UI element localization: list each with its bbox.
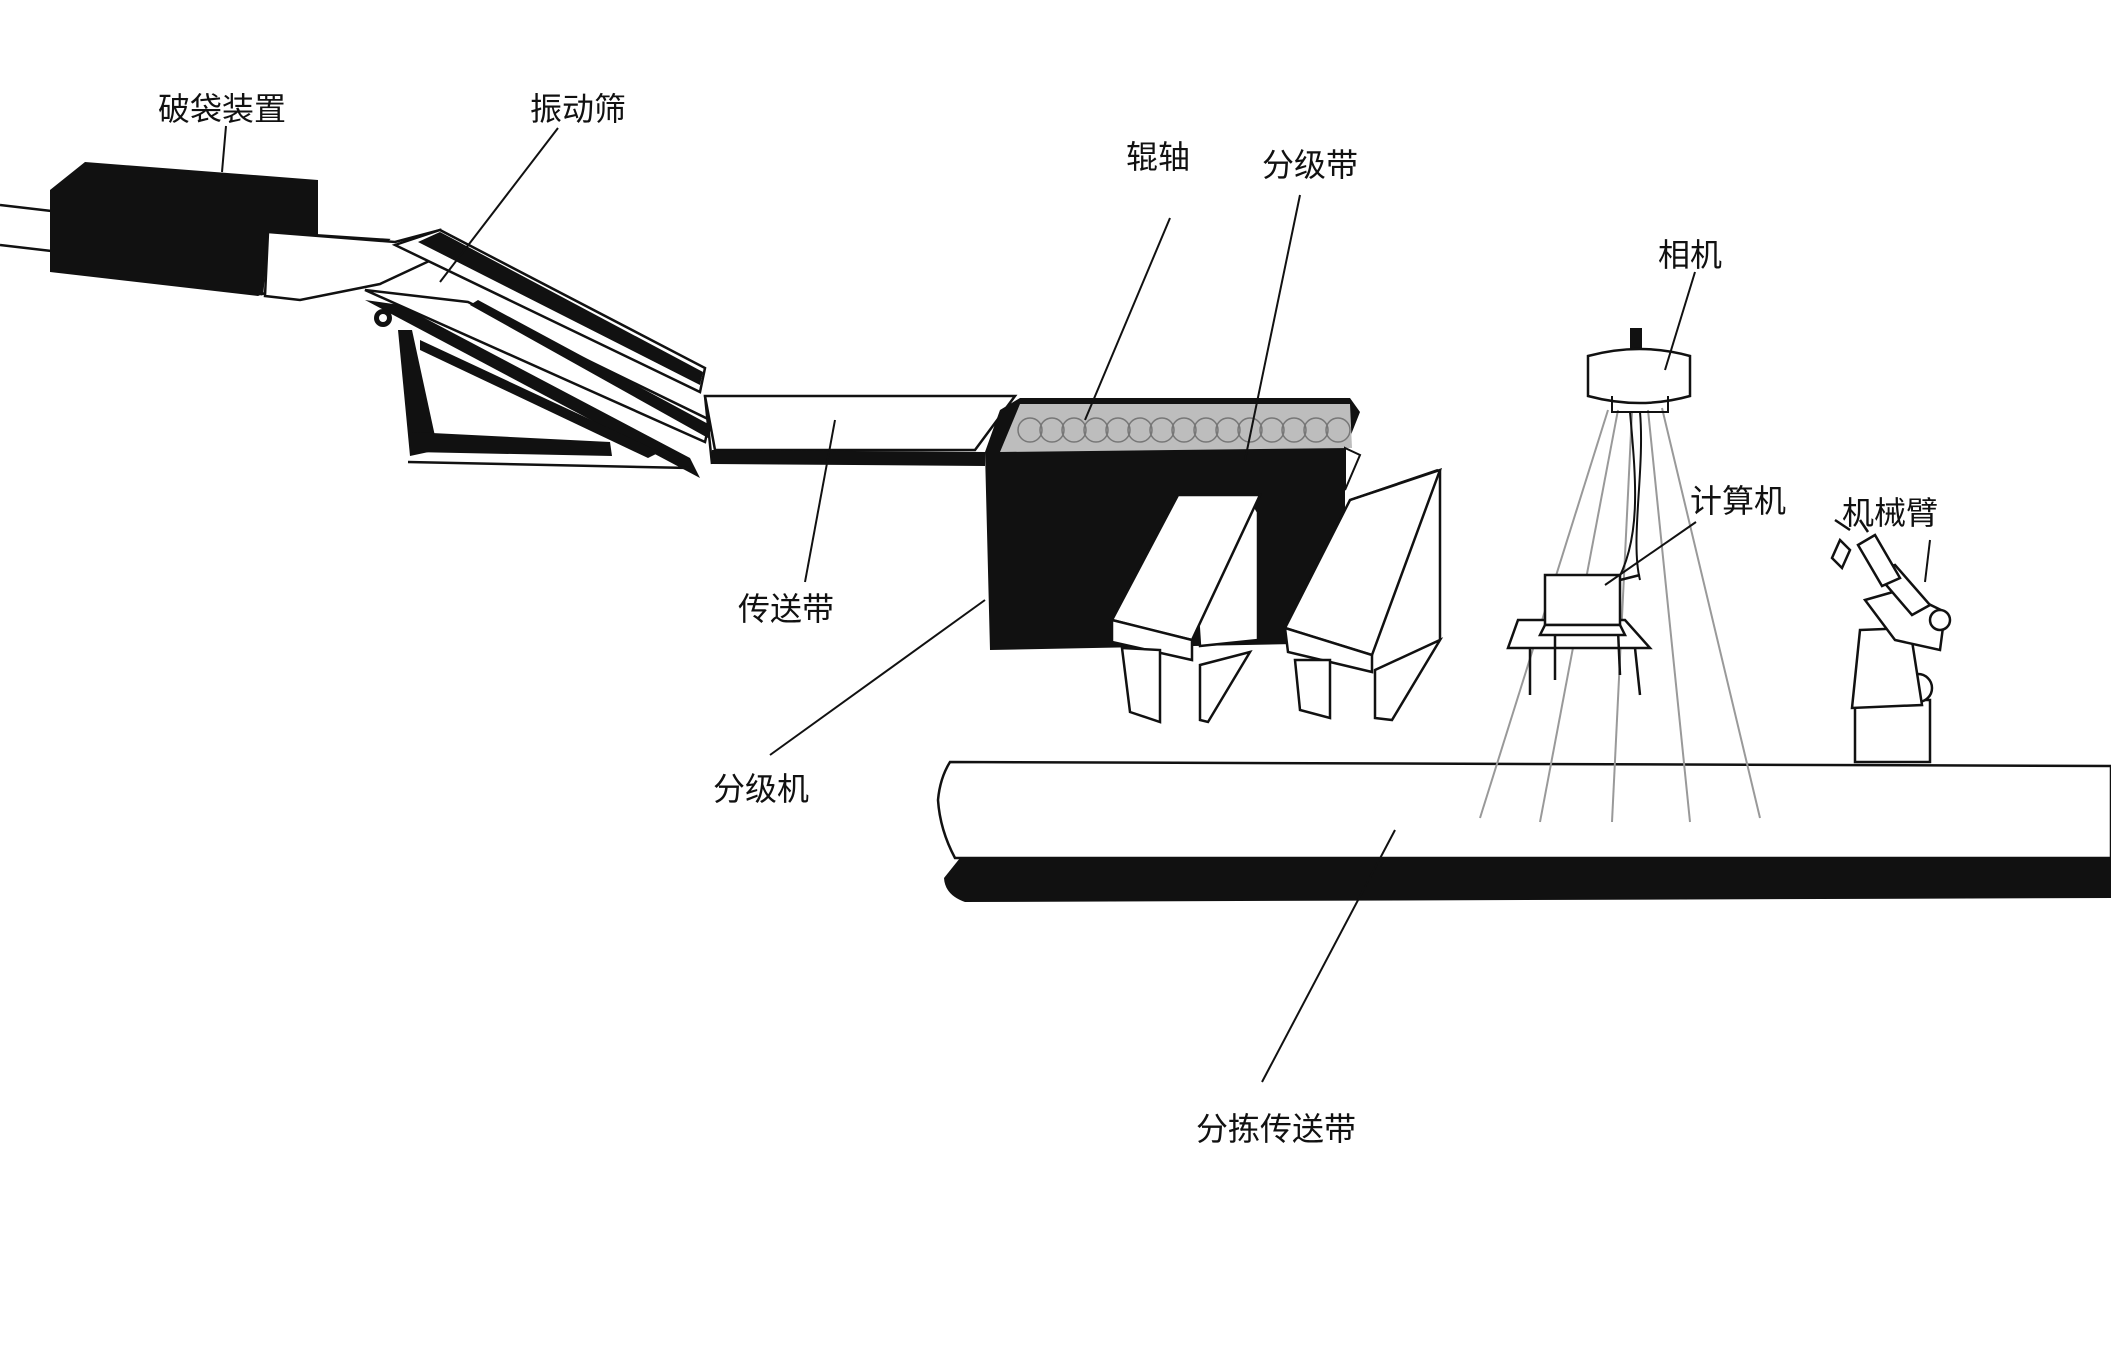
robot-arm	[1830, 518, 1952, 764]
label-computer: 计算机	[1690, 482, 1786, 520]
label-camera: 相机	[1658, 236, 1722, 274]
label-roller-shaft: 辊轴	[1126, 138, 1190, 176]
leader-lines	[221, 125, 1931, 1083]
label-conveyor-belt: 传送带	[738, 590, 834, 628]
camera-unit	[1479, 328, 1761, 823]
label-grading-belt: 分级带	[1262, 146, 1358, 184]
label-robot-arm: 机械臂	[1842, 494, 1938, 532]
vibrating-screen	[364, 228, 712, 478]
label-sorting-conveyor: 分拣传送带	[1196, 1110, 1356, 1148]
transfer-chute	[263, 228, 442, 302]
label-bag-breaker: 破袋装置	[158, 90, 286, 128]
grading-belt-chutes	[1110, 467, 1444, 724]
sorting-conveyor	[936, 760, 2111, 902]
label-vibrating-screen: 振动筛	[530, 90, 626, 128]
roller-shaft-array	[1017, 417, 1351, 443]
labels: 破袋装置 振动筛 辊轴 分级带 相机 计算机 机械臂 传送带 分级机 分拣传送带	[158, 90, 1938, 1148]
computer-station	[1506, 573, 1653, 696]
label-grader: 分级机	[713, 770, 809, 808]
conveyor-belt	[703, 394, 1018, 466]
